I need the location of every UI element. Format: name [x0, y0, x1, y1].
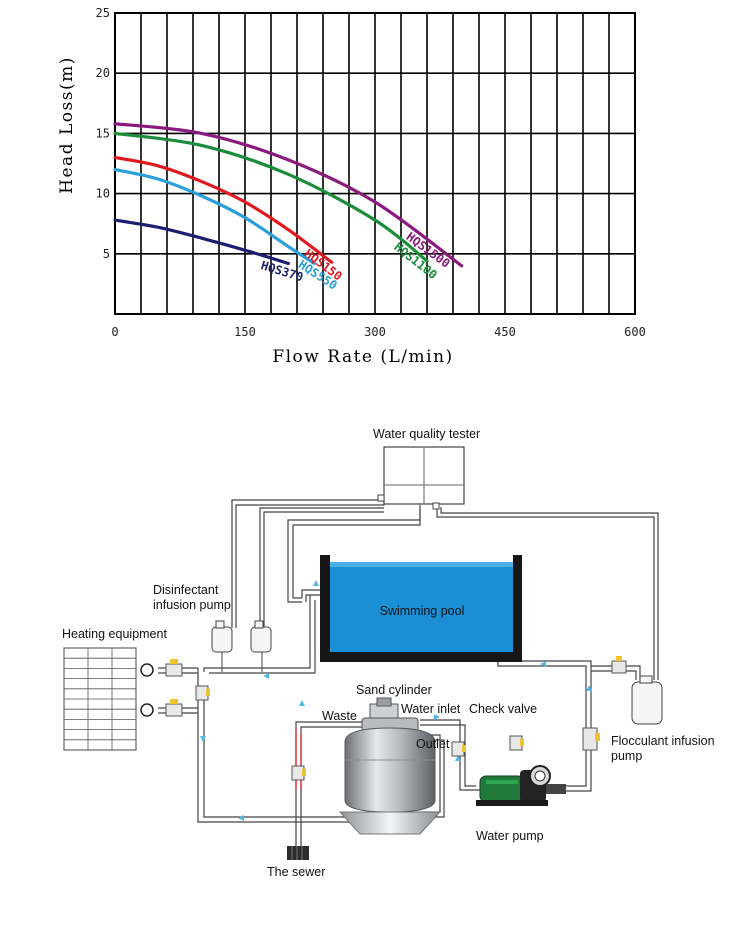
chart-series-layer: [113, 122, 464, 268]
x-tick-label: 300: [364, 325, 386, 339]
y-axis-label: Head Loss(m): [57, 56, 77, 194]
flocculant-infusion-pump: [631, 675, 663, 725]
label-water-pump: Water pump: [476, 829, 544, 843]
flow-arrows: [200, 580, 616, 821]
chart-grid: [114, 12, 636, 315]
label-water-inlet: Water inlet: [401, 702, 461, 716]
label-the-sewer: The sewer: [267, 865, 325, 879]
waste-pipe-highlight: [295, 728, 302, 790]
valves: [165, 656, 627, 781]
series-line-hqs550: [113, 167, 316, 266]
label-heating-equipment: Heating equipment: [62, 627, 167, 641]
y-tick-label: 10: [96, 187, 110, 201]
y-tick-label: 20: [96, 66, 110, 80]
series-line-hqs150: [113, 155, 334, 264]
y-tick-label: 25: [96, 6, 110, 20]
label-disinfectant-2: infusion pump: [153, 598, 231, 612]
label-waste: Waste: [322, 709, 357, 723]
heating-equipment: [63, 647, 154, 751]
label-flocculant-2: pump: [611, 749, 642, 763]
chart-ticks: 0 150 300 450 600 5 10 15 20 25: [96, 6, 646, 339]
x-tick-label: 450: [494, 325, 516, 339]
label-swimming-pool: Swimming pool: [380, 604, 465, 618]
x-axis-label: Flow Rate (L/min): [272, 347, 453, 367]
series-line-hqs370: [113, 218, 290, 266]
series-line-hqs1100: [113, 131, 429, 263]
sand-cylinder-filter: [338, 697, 442, 835]
x-tick-label: 0: [111, 325, 118, 339]
label-water-quality-tester: Water quality tester: [373, 427, 480, 441]
sewer-grate: [287, 846, 309, 860]
swimming-pool: [320, 555, 522, 662]
disinfectant-infusion-pumps: [211, 620, 272, 672]
label-sand-cylinder: Sand cylinder: [356, 683, 432, 697]
x-tick-label: 600: [624, 325, 646, 339]
water-quality-tester: [377, 446, 465, 510]
series-line-hqs1500: [113, 122, 464, 268]
label-disinfectant-1: Disinfectant: [153, 583, 219, 597]
y-tick-label: 15: [96, 126, 110, 140]
pool-circulation-diagram: Water quality tester Swimming pool Disin…: [62, 427, 715, 879]
x-tick-label: 150: [234, 325, 256, 339]
label-flocculant-1: Flocculant infusion: [611, 734, 715, 748]
label-outlet: Outlet: [416, 737, 450, 751]
y-tick-label: 5: [103, 247, 110, 261]
water-pump: [476, 765, 566, 806]
label-check-valve: Check valve: [469, 702, 537, 716]
